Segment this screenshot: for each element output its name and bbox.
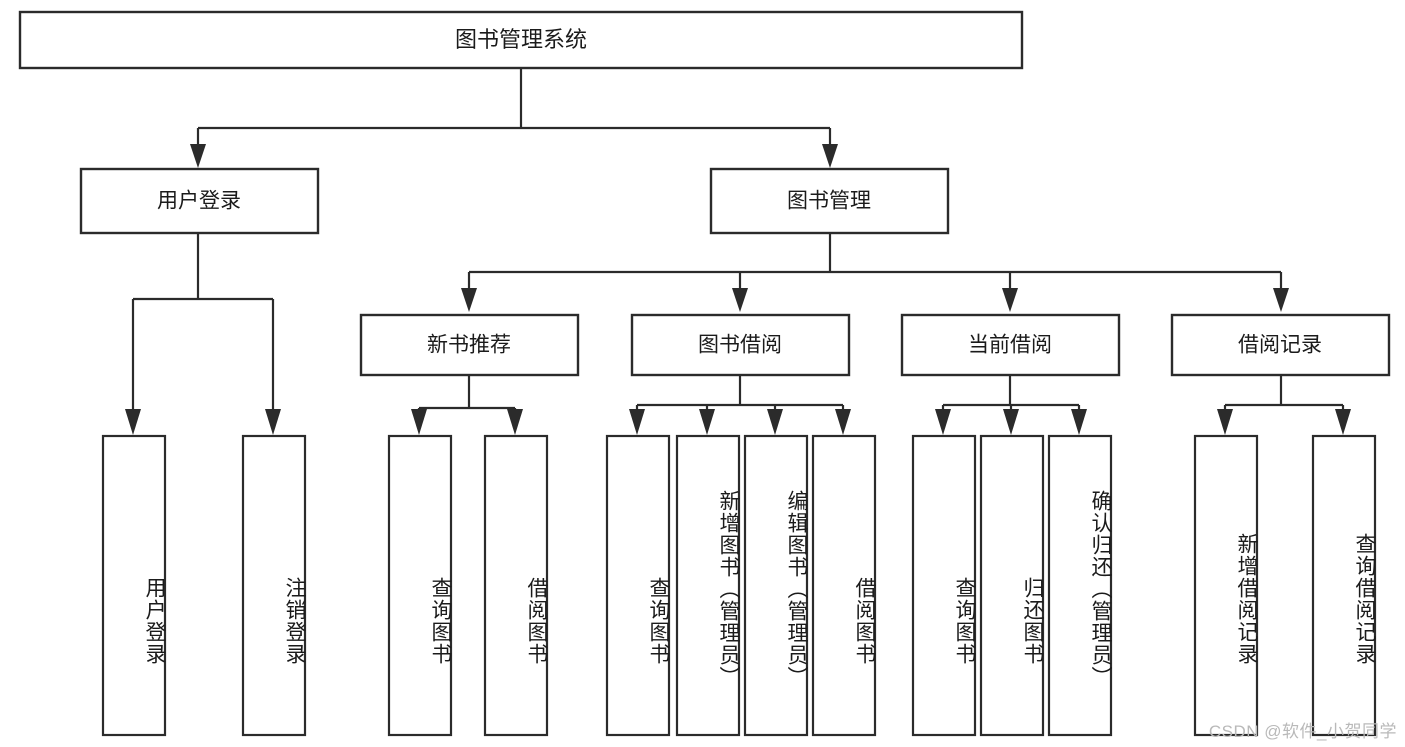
node-borrow-records-box[interactable] [1170,313,1391,377]
arrow-head-nb-leaf2 [507,409,523,435]
leaf-box-nb-query-book[interactable] [387,434,453,737]
leaf-boxes-book-borrow [605,434,877,737]
arrow-head-cb-leaf2 [1003,409,1019,435]
leaf-box-user-login[interactable] [101,434,167,737]
node-book-borrow[interactable]: 图书借阅 [630,313,851,377]
node-user-login[interactable]: 用户登录 [79,167,320,235]
arrow-head-borrow-records [1273,288,1289,312]
leaf-boxes-new-book-recommend [387,434,549,737]
arrow-head-nb-leaf1 [411,409,427,435]
arrow-head-cb-leaf3 [1071,409,1087,435]
leaf-box-nb-borrow-book[interactable] [483,434,549,737]
node-current-borrow-label: 当前借阅 [968,334,1052,357]
leaf-box-br-add-record[interactable] [1193,434,1259,737]
leaf-box-bb-borrow-book[interactable] [811,434,877,737]
arrow-head-leaf-user-login [125,409,141,435]
arrow-head-br-leaf1 [1217,409,1233,435]
arrow-head-leaf-logout [265,409,281,435]
connectors-new-book-to-leaves [411,375,523,435]
node-book-borrow-label: 图书借阅 [698,334,782,357]
node-new-book-recommend[interactable]: 新书推荐 [359,313,580,377]
node-current-borrow-box[interactable] [900,313,1121,377]
arrow-head-new-book [461,288,477,312]
leaf-box-cb-confirm-return[interactable] [1047,434,1113,737]
leaf-box-bb-add-book[interactable] [675,434,741,737]
arrow-head-book-mgmt [822,144,838,168]
leaf-box-bb-edit-book[interactable] [743,434,809,737]
node-book-management-label: 图书管理 [787,190,871,213]
leaf-boxes-current-borrow [911,434,1113,737]
node-borrow-records[interactable]: 借阅记录 [1170,313,1391,377]
leaf-boxes-borrow-records [1193,434,1377,737]
leaf-box-logout[interactable] [241,434,307,737]
leaf-box-bb-query-book[interactable] [605,434,671,737]
leaf-box-cb-query-book[interactable] [911,434,977,737]
leaf-boxes-user-login [101,434,307,737]
node-book-management-box[interactable] [709,167,950,235]
node-borrow-records-label: 借阅记录 [1238,334,1322,357]
node-book-management[interactable]: 图书管理 [709,167,950,235]
connectors-borrow-records-to-leaves [1217,375,1351,435]
arrow-head-bb-leaf4 [835,409,851,435]
node-root-label: 图书管理系统 [455,27,587,52]
arrow-head-book-borrow [732,288,748,312]
connectors-current-borrow-to-leaves [935,375,1087,435]
node-user-login-box[interactable] [79,167,320,235]
arrow-head-bb-leaf2 [699,409,715,435]
connectors-root-to-level1 [190,68,838,168]
arrow-head-bb-leaf3 [767,409,783,435]
node-root[interactable]: 图书管理系统 [18,10,1024,70]
node-root-box[interactable] [18,10,1024,70]
leaf-box-br-query-record[interactable] [1311,434,1377,737]
node-user-login-label: 用户登录 [157,190,241,213]
connectors-book-mgmt-to-level2 [461,233,1289,312]
node-current-borrow[interactable]: 当前借阅 [900,313,1121,377]
arrow-head-bb-leaf1 [629,409,645,435]
connectors-user-login-to-leaves [125,233,281,435]
node-new-book-recommend-label: 新书推荐 [427,334,511,357]
csdn-watermark: CSDN @软件_小贺同学 [1208,722,1397,741]
node-new-book-recommend-box[interactable] [359,313,580,377]
arrow-head-user-login [190,144,206,168]
connectors-book-borrow-to-leaves [629,375,851,435]
leaf-box-cb-return-book[interactable] [979,434,1045,737]
arrow-head-br-leaf2 [1335,409,1351,435]
arrow-head-cb-leaf1 [935,409,951,435]
arrow-head-current-borrow [1002,288,1018,312]
node-book-borrow-box[interactable] [630,313,851,377]
